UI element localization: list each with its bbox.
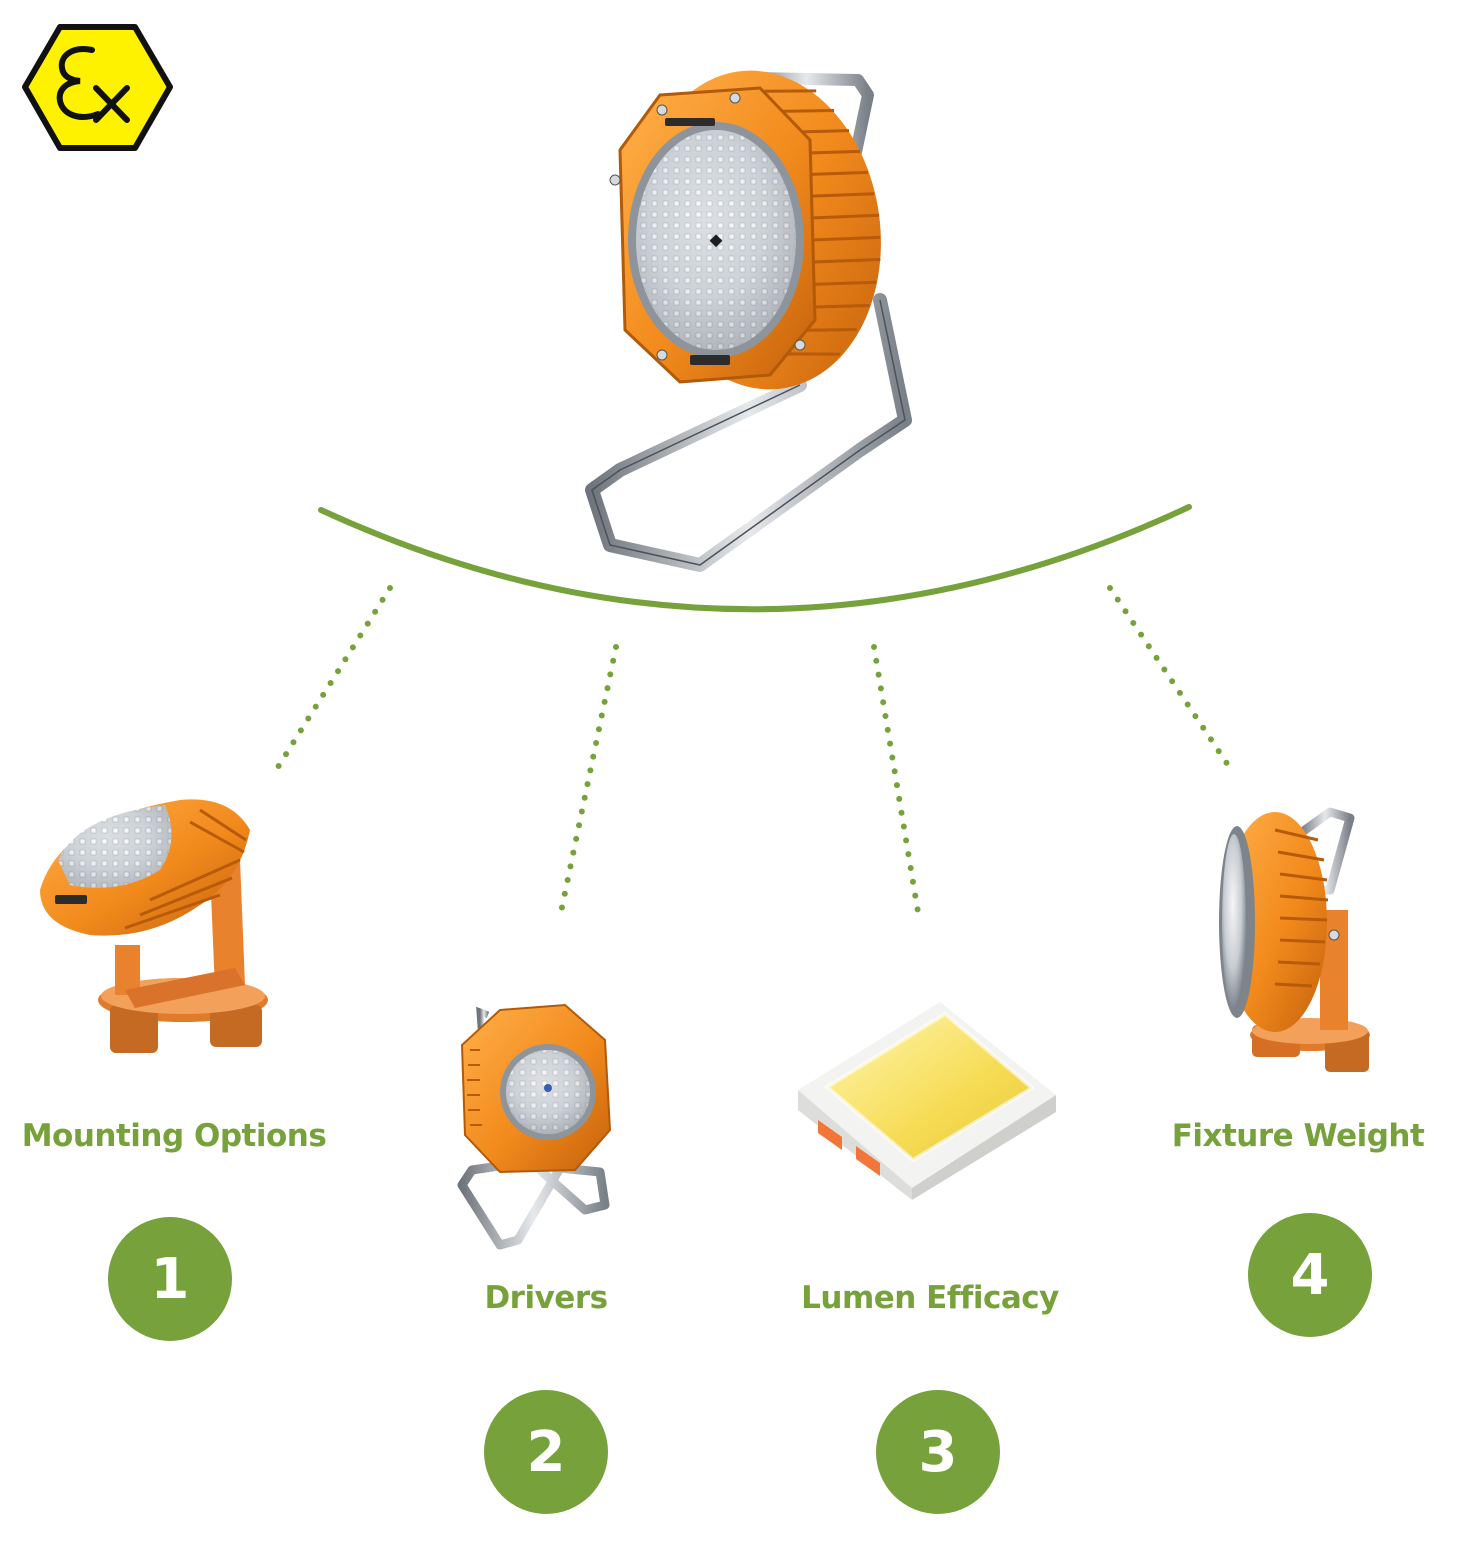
connector-2 (558, 644, 619, 915)
connector-1 (270, 585, 393, 778)
feature-label-2: Drivers (484, 1280, 608, 1316)
connector-3 (871, 644, 921, 915)
feature-number-badge-1: 1 (108, 1217, 232, 1341)
side-view-light-icon (1219, 807, 1370, 1072)
pedestal-mount-light-icon (40, 799, 268, 1053)
connector-arc (318, 504, 1192, 613)
feature-label-4: Fixture Weight (1171, 1118, 1425, 1154)
feature-number-badge-2: 2 (484, 1390, 608, 1514)
smd-led-chip-icon (798, 1002, 1056, 1200)
dotted-connectors (270, 585, 1233, 915)
atex-ex-hexagon-icon (22, 24, 173, 151)
feature-label-3: Lumen Efficacy (801, 1280, 1059, 1316)
portable-explosion-proof-led-floodlight-icon (585, 70, 912, 572)
feature-number-badge-4: 4 (1248, 1213, 1372, 1337)
feature-number-badge-3: 3 (876, 1390, 1000, 1514)
portable-light-icon (457, 1003, 612, 1250)
feature-label-1: Mounting Options (21, 1118, 327, 1154)
connector-4 (1107, 585, 1233, 771)
